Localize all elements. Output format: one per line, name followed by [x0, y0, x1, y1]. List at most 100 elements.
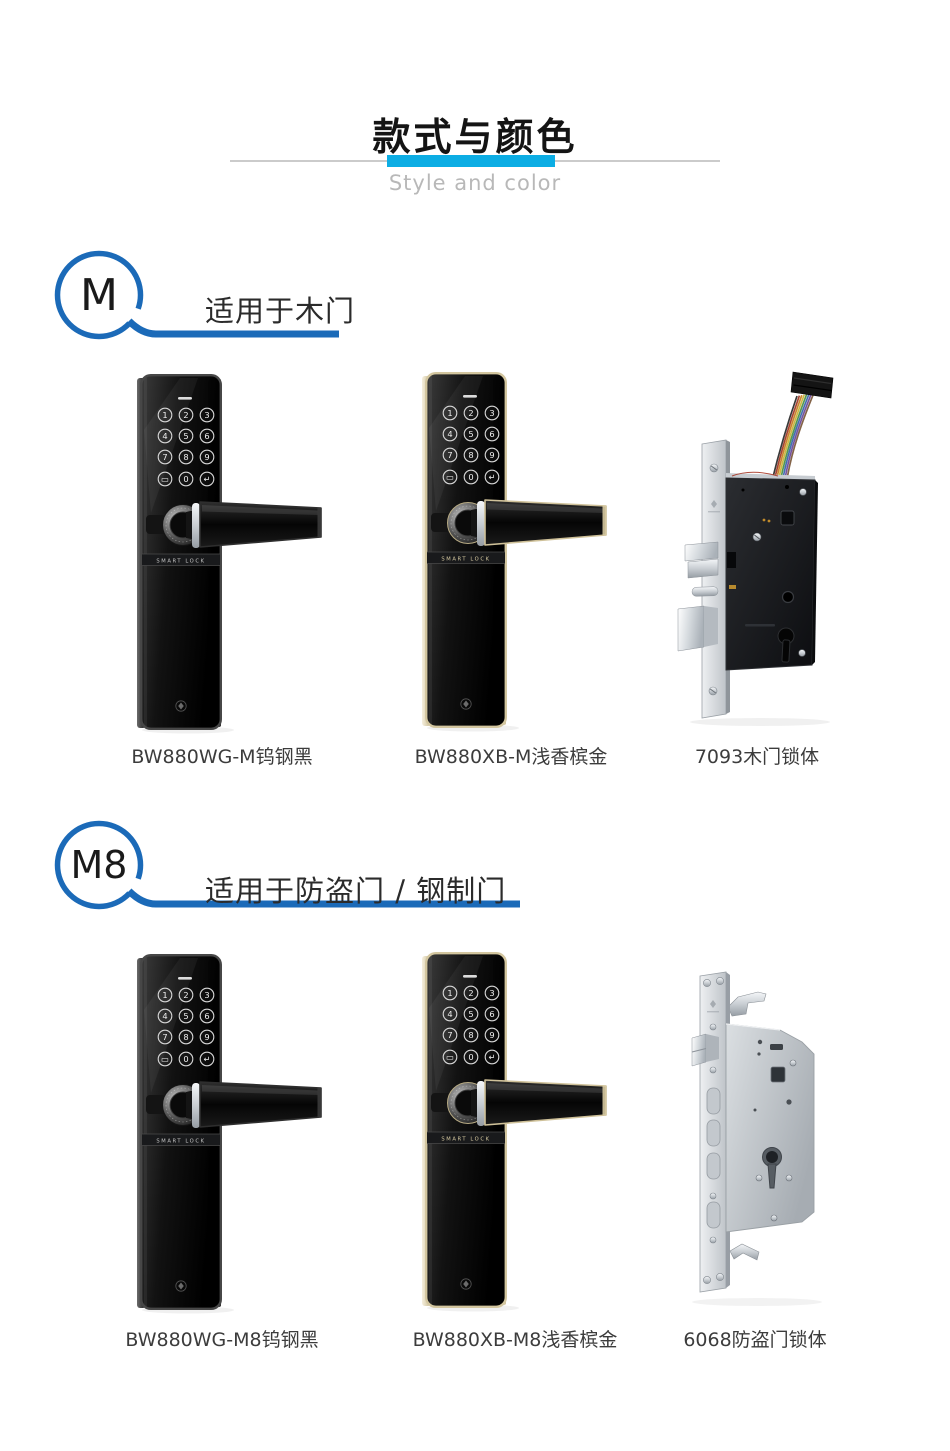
keypad-key-0: [178, 1051, 194, 1067]
keypad-key-1: [442, 985, 458, 1001]
brand-band: SMART LOCK: [427, 551, 505, 564]
product-image-7093-lock-body: [677, 371, 834, 726]
deadbolt: [677, 605, 718, 652]
brand-band: SMART LOCK: [427, 1131, 505, 1144]
keypad-key-1: [157, 407, 173, 423]
svg-text:↵: ↵: [204, 474, 211, 484]
screw-icon: [755, 1174, 763, 1182]
svg-text:4: 4: [447, 1009, 452, 1019]
keypad-key-▭: [157, 471, 173, 487]
keypad-key-5: [463, 426, 479, 442]
product-label: 6068防盗门锁体: [683, 1329, 827, 1351]
keypad-key-2: [463, 985, 479, 1001]
brand-band: SMART LOCK: [142, 1133, 220, 1146]
keypad-key-6: [484, 1006, 500, 1022]
svg-text:4: 4: [447, 429, 452, 439]
keypad-key-7: [157, 449, 173, 465]
svg-text:4: 4: [162, 1011, 167, 1021]
brand-band: SMART LOCK: [142, 553, 220, 566]
spindle-hole: [770, 1066, 786, 1083]
svg-text:6: 6: [204, 1011, 209, 1021]
keypad-key-6: [484, 426, 500, 442]
cable-connector: [790, 371, 834, 399]
svg-text:9: 9: [204, 452, 209, 462]
keypad-key-8: [178, 1029, 194, 1045]
brand-band-text: SMART LOCK: [156, 1139, 205, 1145]
spindle-hole: [781, 590, 795, 604]
screw-icon: [709, 1023, 717, 1031]
svg-text:9: 9: [489, 450, 494, 460]
top-hook: [727, 991, 767, 1017]
screw-icon: [709, 463, 719, 473]
keypad-key-▭: [442, 1049, 458, 1065]
svg-text:▭: ▭: [446, 1052, 454, 1062]
badge-m: M: [54, 250, 339, 340]
svg-text:0: 0: [183, 474, 188, 484]
handle-collar: [192, 1083, 200, 1128]
brand-logo-icon: [707, 1000, 719, 1013]
screw-icon: [709, 1236, 717, 1244]
product-label: 7093木门锁体: [694, 746, 820, 768]
keypad-key-8: [463, 1027, 479, 1043]
svg-text:3: 3: [489, 988, 494, 998]
svg-text:2: 2: [468, 988, 473, 998]
svg-text:▭: ▭: [446, 472, 454, 482]
keypad-key-4: [157, 1008, 173, 1024]
lock-case: [725, 1023, 815, 1233]
keypad-key-9: [484, 447, 500, 463]
screw-icon: [708, 686, 718, 696]
product-label: BW880XB-M8浅香槟金: [412, 1329, 618, 1351]
keypad-key-1: [442, 405, 458, 421]
screw-icon: [709, 1066, 717, 1074]
handle: [186, 1081, 322, 1128]
keypad-key-3: [199, 987, 215, 1003]
section-heading-m8: 适用于防盗门 / 钢制门: [205, 874, 507, 908]
sensor-window: [780, 510, 795, 526]
screw-icon: [703, 979, 711, 987]
brand-logo-icon: [708, 500, 720, 513]
screw-icon: [709, 1192, 717, 1200]
title-accent-bar: [387, 155, 555, 167]
svg-text:1: 1: [447, 988, 452, 998]
svg-text:0: 0: [468, 472, 473, 482]
brand-band-text: SMART LOCK: [441, 1137, 490, 1143]
faceplate: [699, 971, 730, 1293]
svg-text:7: 7: [447, 1030, 452, 1040]
keypad-key-9: [199, 1029, 215, 1045]
keypad-key-7: [157, 1029, 173, 1045]
keypad-key-4: [442, 426, 458, 442]
page-subtitle: Style and color: [388, 171, 562, 195]
status-indicator: [463, 395, 477, 398]
keypad-key-0: [463, 1049, 479, 1065]
keypad-key-7: [442, 1027, 458, 1043]
keypad-key-5: [463, 1006, 479, 1022]
euro-cylinder-hole: [762, 1147, 782, 1189]
keypad-key-3: [484, 405, 500, 421]
svg-text:7: 7: [162, 1032, 167, 1042]
svg-text:0: 0: [183, 1054, 188, 1064]
brass-pin: [729, 585, 736, 589]
latch-bolt: [684, 541, 719, 597]
lock-case: [725, 471, 818, 671]
keypad-key-2: [178, 407, 194, 423]
keypad-key-8: [178, 449, 194, 465]
svg-text:8: 8: [468, 1030, 473, 1040]
keypad-key-3: [484, 985, 500, 1001]
svg-text:6: 6: [489, 1009, 494, 1019]
keypad-key-8: [463, 447, 479, 463]
svg-text:↵: ↵: [489, 1052, 496, 1062]
keypad-key-6: [199, 428, 215, 444]
svg-text:9: 9: [204, 1032, 209, 1042]
status-indicator: [463, 975, 477, 978]
keypad-key-9: [199, 449, 215, 465]
brand-band-text: SMART LOCK: [156, 559, 205, 565]
screw-icon: [770, 1214, 778, 1222]
screw-icon: [785, 1174, 793, 1182]
